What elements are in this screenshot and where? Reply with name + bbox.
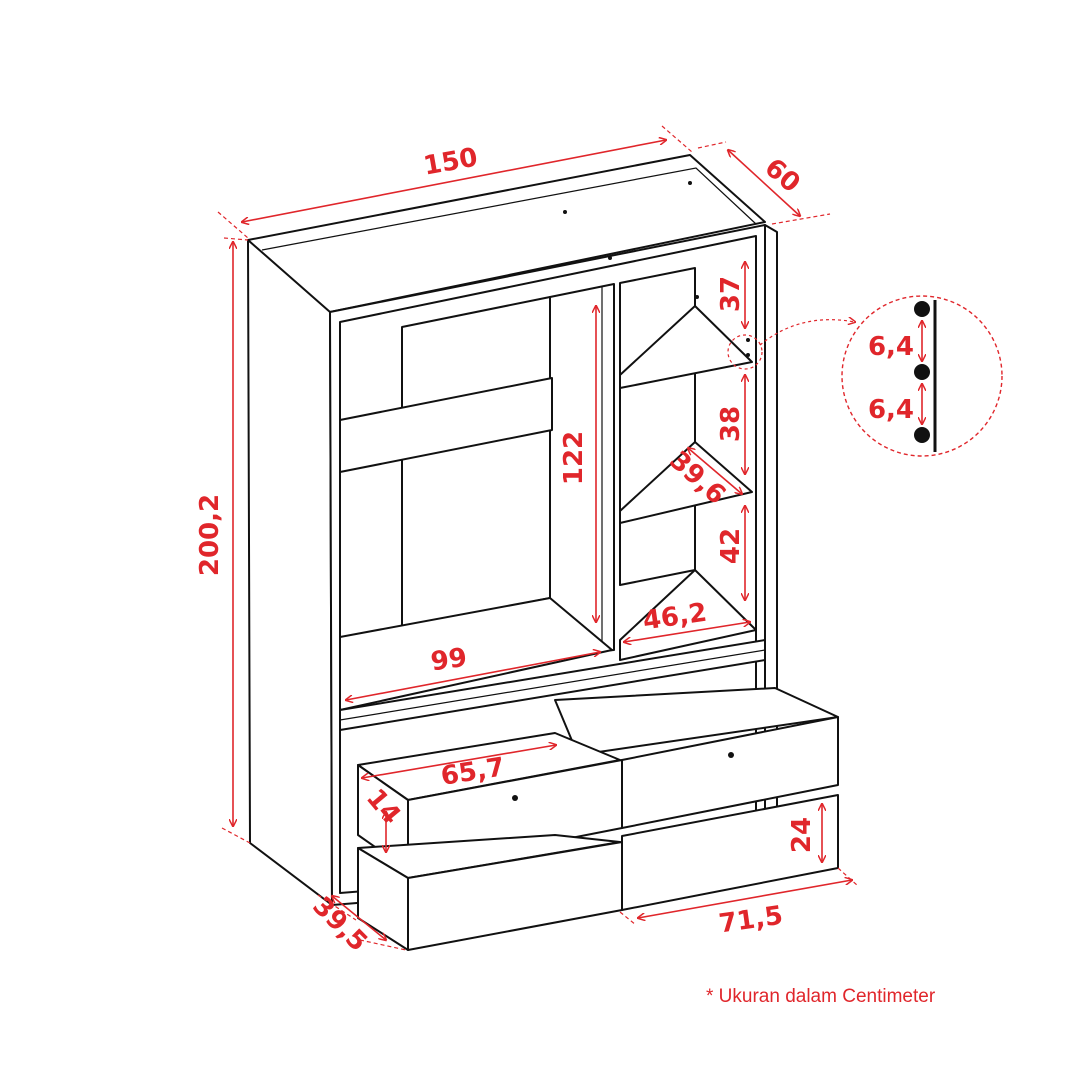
pin-hole xyxy=(914,301,930,317)
unit-note: * Ukuran dalam Centimeter xyxy=(706,986,936,1007)
drawer-knob xyxy=(512,795,518,801)
hole-spacing-label-1: 6,4 xyxy=(868,332,914,362)
hanging-rail xyxy=(339,377,553,473)
hanging-back xyxy=(401,296,551,629)
pin-hole xyxy=(746,338,750,342)
pin-hole xyxy=(695,295,699,299)
width-label: 150 xyxy=(421,143,480,182)
left-side-panel xyxy=(247,239,333,906)
wardrobe-drawing xyxy=(247,154,839,951)
pin-hole xyxy=(608,256,612,260)
pin-hole xyxy=(914,364,930,380)
shelf-gap-top-label: 37 xyxy=(716,276,746,312)
shelf-pin-detail xyxy=(841,295,1003,457)
pin-hole xyxy=(563,210,567,214)
drawer-front-width-label: 71,5 xyxy=(717,901,785,940)
pin-hole xyxy=(914,427,930,443)
depth-label: 60 xyxy=(759,153,806,199)
pin-hole xyxy=(688,181,692,185)
hole-spacing-label-2: 6,4 xyxy=(868,395,914,425)
hanging-height-label: 122 xyxy=(559,431,589,485)
pin-hole xyxy=(746,353,750,357)
height-label: 200,2 xyxy=(195,494,225,576)
shelf-1 xyxy=(619,305,753,389)
dimension-lines xyxy=(217,125,859,951)
drawer-knob xyxy=(728,752,734,758)
shelf-gap-mid-label: 38 xyxy=(716,406,746,442)
hanging-width-label: 99 xyxy=(429,643,469,678)
shelf-gap-bottom-label: 42 xyxy=(716,528,746,564)
drawer-front-height-label: 24 xyxy=(787,817,817,853)
